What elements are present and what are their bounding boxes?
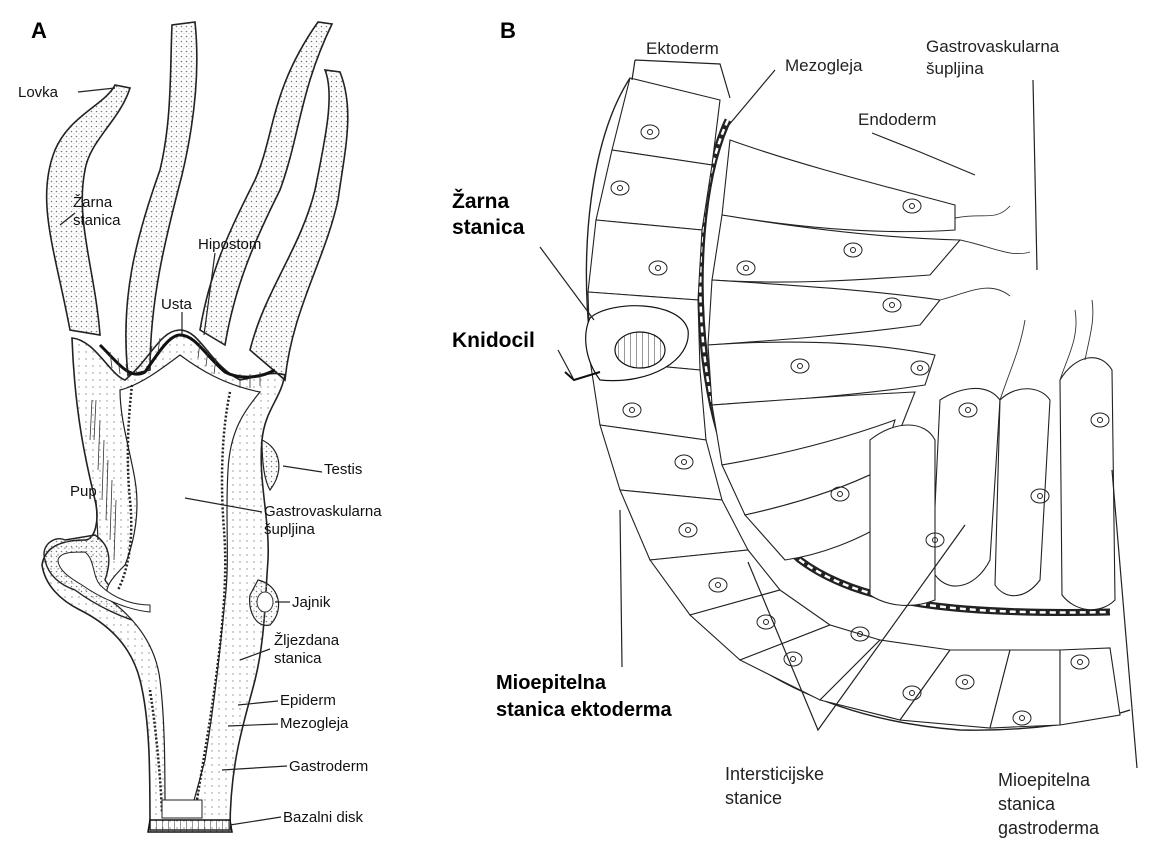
- label-ektoderm: Ektoderm: [646, 38, 719, 60]
- hydra-body: [42, 22, 348, 832]
- label-knidocil: Knidocil: [452, 332, 535, 350]
- label-hipostom: Hipostom: [198, 236, 261, 254]
- label-jajnik: Jajnik: [292, 594, 330, 612]
- label-mezogleja-a: Mezogleja: [280, 715, 348, 733]
- label-gastrovaskularna-b: Gastrovaskularna šupljina: [926, 36, 1059, 80]
- label-pup: Pup: [70, 483, 97, 501]
- label-lovka: Lovka: [18, 84, 58, 102]
- panel-label-b: B: [500, 18, 516, 44]
- testis: [262, 440, 279, 490]
- panel-label-a: A: [31, 18, 47, 44]
- body-wall-section: [565, 78, 1130, 730]
- label-gastrovaskularna-a: Gastrovaskularna šupljina: [264, 503, 382, 539]
- tentacle-mid-right: [200, 22, 332, 345]
- label-mioepitelna-gastroderma: Mioepitelna stanica gastroderma: [998, 768, 1099, 840]
- label-zarna-stanica-b: Žarna stanica: [452, 189, 524, 241]
- label-usta: Usta: [161, 296, 192, 314]
- label-endoderm: Endoderm: [858, 109, 936, 131]
- label-gastroderm: Gastroderm: [289, 758, 368, 776]
- tentacle-mid-left: [126, 22, 197, 375]
- label-zljezdana: Žljezdana stanica: [274, 632, 339, 668]
- label-epiderm: Epiderm: [280, 692, 336, 710]
- label-testis: Testis: [324, 461, 362, 479]
- basal-disk: [148, 820, 232, 832]
- label-mezogleja-b: Mezogleja: [785, 55, 863, 77]
- label-bazalni-disk: Bazalni disk: [283, 809, 363, 827]
- label-mioepitelna-ektoderma: Mioepitelna stanica ektoderma: [496, 670, 672, 724]
- label-intersticijske: Intersticijske stanice: [725, 762, 824, 810]
- endoderm-cells: [708, 140, 1115, 610]
- label-zarna-stanica-a: Žarna stanica: [73, 194, 121, 230]
